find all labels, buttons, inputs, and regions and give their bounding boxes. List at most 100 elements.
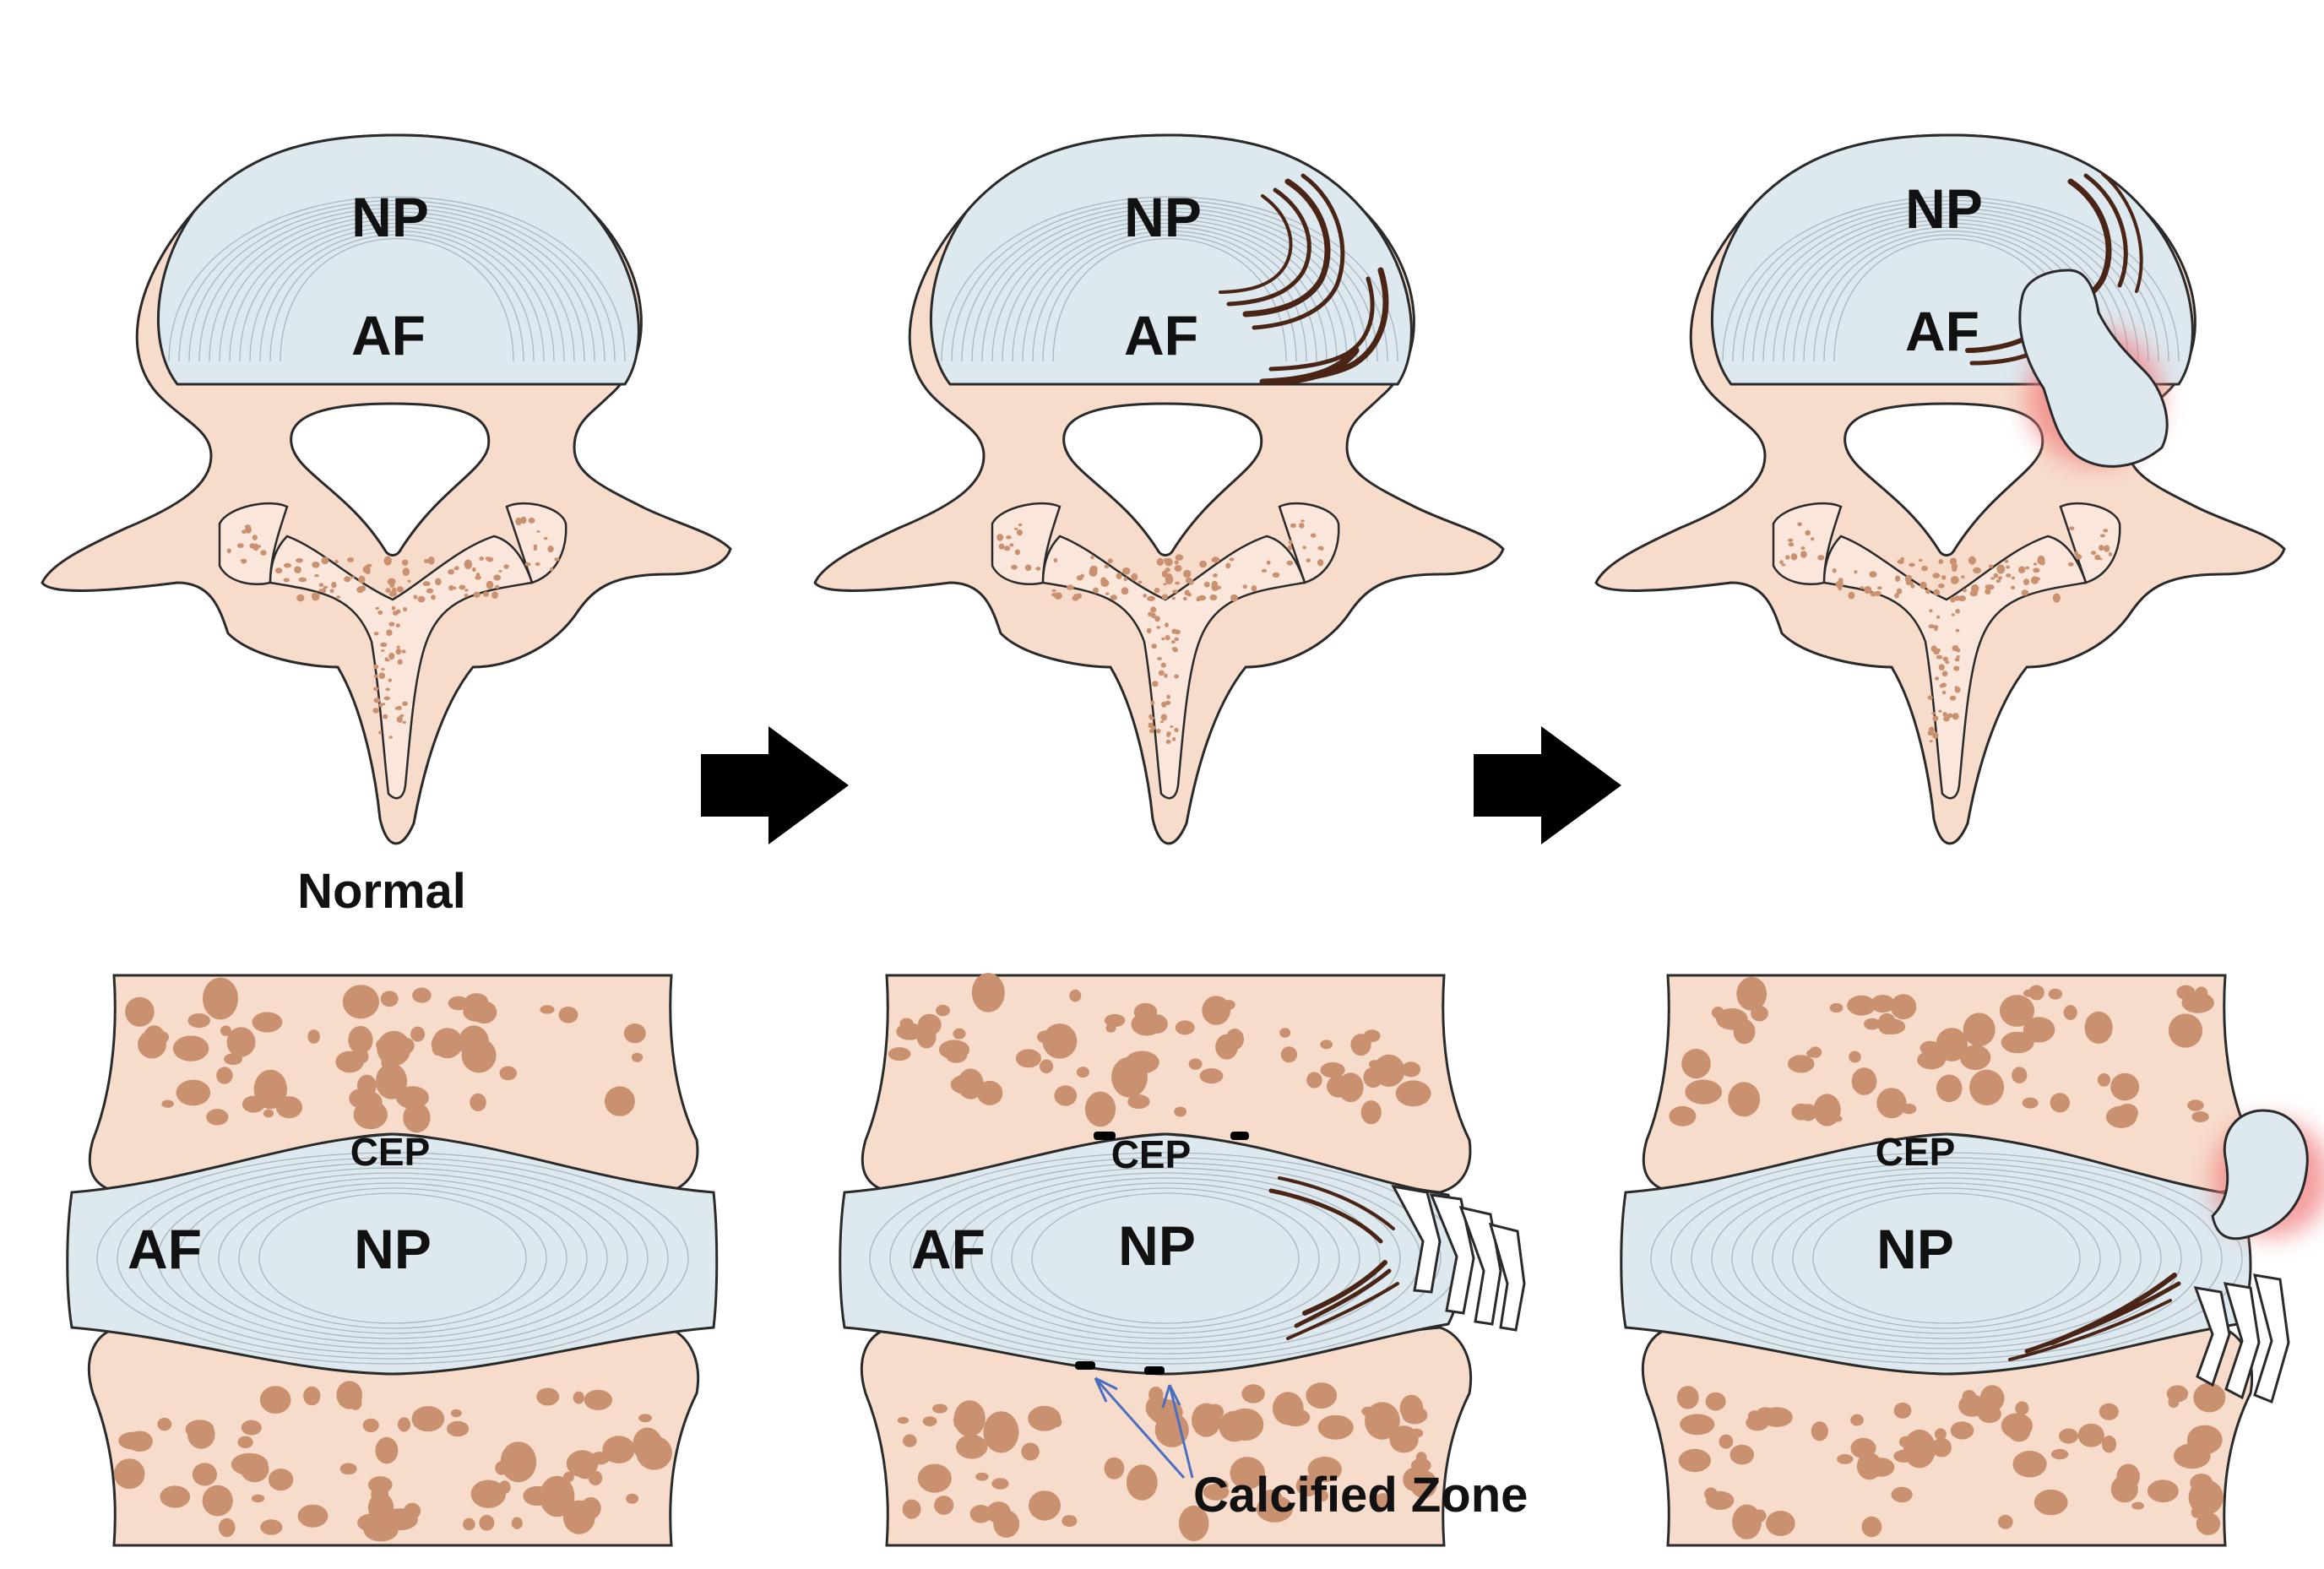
bone-pore bbox=[1999, 995, 2035, 1027]
bone-pore bbox=[303, 1386, 321, 1406]
bone-pore bbox=[1226, 1408, 1264, 1441]
bone-pore bbox=[2099, 1403, 2119, 1420]
bone-pore bbox=[1942, 656, 1949, 662]
bone-pore bbox=[1936, 1074, 1963, 1103]
bone-pore bbox=[2001, 1031, 2034, 1054]
bone-pore bbox=[224, 1053, 243, 1065]
bone-pore bbox=[1159, 720, 1165, 723]
annulus-ring bbox=[1011, 1187, 1320, 1329]
bone-pore bbox=[464, 559, 473, 569]
bone-pore bbox=[2021, 589, 2029, 596]
bone-pore bbox=[453, 567, 459, 570]
bone-pore bbox=[1317, 559, 1324, 567]
bone-pore bbox=[1402, 1406, 1428, 1425]
calcified-zone-label: Calcified Zone bbox=[1193, 1468, 1528, 1523]
bone-pore bbox=[362, 565, 371, 573]
lamina bbox=[991, 502, 1340, 800]
bone-pore bbox=[1850, 1437, 1876, 1458]
bone-pore bbox=[1350, 1034, 1371, 1056]
bone-pore bbox=[1273, 1398, 1286, 1412]
annulus-ring bbox=[1731, 1172, 2162, 1344]
bone-pore bbox=[1705, 1392, 1726, 1411]
right-arrow-icon bbox=[701, 726, 849, 844]
bone-pore bbox=[1160, 714, 1167, 721]
bone-pore bbox=[311, 592, 320, 601]
bone-pore bbox=[1183, 569, 1192, 578]
bone-pore bbox=[226, 548, 231, 554]
bone-pore bbox=[1287, 545, 1293, 551]
bone-pore bbox=[2174, 1443, 2211, 1469]
bone-pore bbox=[1949, 695, 1957, 701]
bone-pore bbox=[2116, 1103, 2138, 1123]
bone-pore bbox=[470, 1479, 506, 1508]
bone-pore bbox=[1389, 1425, 1419, 1453]
annulus-ring bbox=[951, 199, 1388, 362]
annulus-rings bbox=[869, 1152, 1462, 1365]
bone-pore bbox=[2191, 1111, 2209, 1122]
bone-pore bbox=[348, 1025, 373, 1055]
bone-pore bbox=[1932, 715, 1939, 722]
bone-pore bbox=[1024, 564, 1032, 572]
annulus-ring bbox=[219, 214, 575, 362]
bone-pore bbox=[1893, 1402, 1912, 1419]
bone-pore bbox=[2103, 529, 2109, 533]
bone-pore bbox=[588, 1470, 603, 1486]
bone-pore bbox=[402, 701, 408, 706]
bone-pore bbox=[296, 557, 303, 563]
bone-pore bbox=[432, 1040, 445, 1056]
bone-pore bbox=[1942, 712, 1947, 718]
bone-pore bbox=[1288, 540, 1293, 545]
bone-pore bbox=[1837, 1454, 1854, 1464]
bone-pore bbox=[334, 559, 339, 564]
bone-pore bbox=[554, 557, 560, 562]
bone-pore bbox=[381, 668, 385, 670]
bone-pore bbox=[1229, 557, 1235, 562]
bone-pore bbox=[993, 1510, 1020, 1538]
bone-pore bbox=[1242, 584, 1247, 589]
bone-pore bbox=[392, 611, 399, 616]
bone-pore bbox=[1151, 725, 1156, 730]
bone-pore bbox=[1225, 562, 1231, 569]
annulus-ring bbox=[229, 219, 565, 362]
annulus-ring bbox=[970, 1177, 1360, 1339]
bone-pore bbox=[1146, 627, 1152, 633]
af-label: AF bbox=[351, 304, 426, 366]
bone-pore bbox=[448, 996, 470, 1011]
bone-pore bbox=[2108, 551, 2113, 556]
bone-pore bbox=[226, 1027, 256, 1057]
bone-pore bbox=[1864, 1018, 1881, 1030]
bone-pore bbox=[318, 583, 324, 587]
bone-pore bbox=[1317, 1414, 1354, 1440]
bone-pore bbox=[1138, 580, 1143, 584]
spinal-canal bbox=[290, 402, 491, 556]
bone-pore bbox=[491, 591, 498, 600]
bone-pore bbox=[888, 1047, 911, 1061]
bone-pore bbox=[389, 584, 395, 588]
bone-pore bbox=[1788, 542, 1795, 547]
bone-pore bbox=[953, 1400, 986, 1437]
bone-pore bbox=[260, 1519, 283, 1535]
bone-pore bbox=[1941, 575, 1947, 580]
bone-pore bbox=[375, 606, 380, 611]
bone-pore bbox=[1165, 700, 1171, 705]
bone-pore bbox=[1107, 558, 1113, 564]
bone-pore bbox=[1263, 1501, 1278, 1512]
annulus-ring bbox=[177, 1172, 608, 1344]
bone-pore bbox=[2196, 1512, 2221, 1535]
bone-pore bbox=[1302, 546, 1306, 550]
bone-pore bbox=[331, 581, 337, 589]
bone-pore bbox=[503, 564, 509, 569]
bone-pore bbox=[953, 1419, 968, 1430]
bone-pore bbox=[284, 562, 291, 568]
bone-pore bbox=[976, 1080, 1003, 1105]
bone-pore bbox=[1165, 567, 1170, 573]
annulus-ring bbox=[1052, 237, 1287, 362]
bone-pore bbox=[1954, 595, 1961, 601]
bone-pore bbox=[335, 1051, 364, 1073]
bone-pore bbox=[1360, 1100, 1382, 1125]
annular-fissures bbox=[2008, 1273, 2181, 1361]
bone-pores bbox=[897, 1382, 1437, 1542]
bone-pore bbox=[1751, 1005, 1768, 1022]
bone-pore bbox=[500, 1441, 537, 1483]
